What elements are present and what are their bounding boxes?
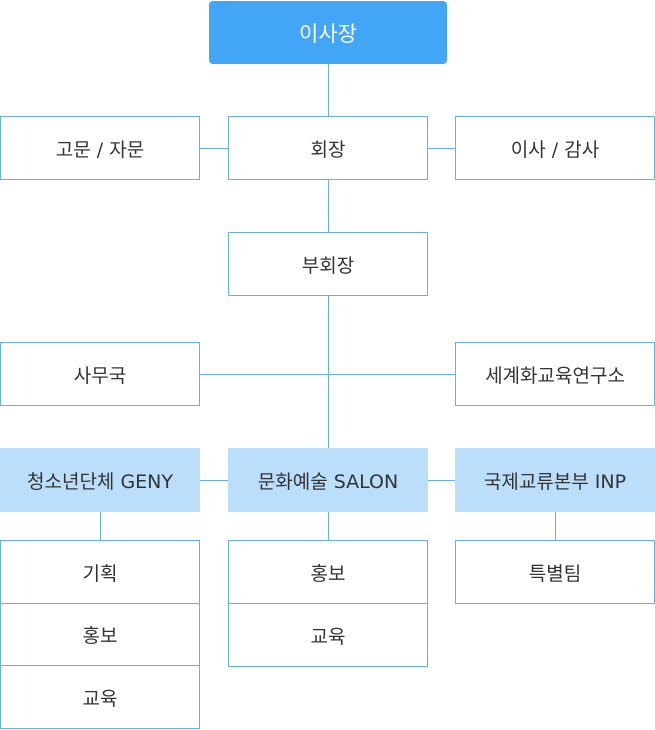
- chairman-of-board-label: 이사장: [299, 21, 357, 46]
- connector-salon-subs: [328, 511, 329, 541]
- division-salon-box: 문화예술 SALON: [228, 448, 428, 512]
- geny-sub-box: 교육: [0, 665, 200, 729]
- institute-label: 세계화교육연구소: [485, 364, 625, 387]
- director-auditor-label: 이사 / 감사: [510, 138, 600, 161]
- secretariat-box: 사무국: [0, 342, 200, 406]
- division-inp-label: 국제교류본부 INP: [483, 470, 627, 493]
- division-inp-box: 국제교류본부 INP: [455, 448, 655, 512]
- advisor-box: 고문 / 자문: [0, 116, 200, 180]
- advisor-label: 고문 / 자문: [55, 138, 145, 161]
- salon-sub-label: 교육: [310, 625, 346, 648]
- secretariat-label: 사무국: [73, 364, 127, 387]
- geny-sub-label: 기획: [82, 562, 118, 585]
- director-auditor-box: 이사 / 감사: [455, 116, 655, 180]
- connector-advisor: [199, 148, 229, 149]
- division-geny-label: 청소년단체 GENY: [27, 470, 173, 493]
- geny-sub-box: 기획: [0, 540, 200, 604]
- connector-director: [427, 148, 456, 149]
- connector-vice-to-divisions: [328, 295, 329, 449]
- salon-sub-box: 교육: [228, 603, 428, 667]
- connector-inp-subs: [555, 511, 556, 541]
- connector-geny: [199, 480, 229, 481]
- connector-chairman-to-vice: [328, 179, 329, 233]
- vice-chairman-box: 부회장: [228, 232, 428, 296]
- connector-secretariat-institute: [199, 374, 456, 375]
- chairman-label: 회장: [310, 138, 346, 161]
- institute-box: 세계화교육연구소: [455, 342, 655, 406]
- chairman-box: 회장: [228, 116, 428, 180]
- chairman-of-board-box: 이사장: [209, 1, 447, 64]
- geny-sub-label: 홍보: [82, 625, 118, 647]
- connector-top-to-chairman: [328, 63, 329, 117]
- salon-sub-box: 홍보: [228, 540, 428, 604]
- geny-sub-box: 홍보: [0, 603, 200, 666]
- division-geny-box: 청소년단체 GENY: [0, 448, 200, 512]
- vice-chairman-label: 부회장: [301, 254, 355, 277]
- connector-geny-subs: [100, 511, 101, 541]
- geny-sub-label: 교육: [82, 687, 118, 710]
- division-salon-label: 문화예술 SALON: [257, 470, 399, 493]
- connector-inp: [427, 480, 456, 481]
- inp-sub-box: 특별팀: [455, 540, 655, 604]
- inp-sub-label: 특별팀: [528, 562, 582, 585]
- salon-sub-label: 홍보: [310, 562, 346, 585]
